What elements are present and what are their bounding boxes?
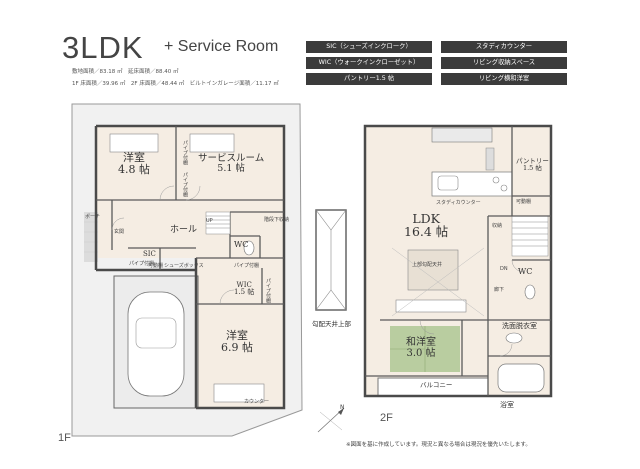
room-bath: 浴室 [500, 401, 514, 409]
room-wc-1f: WC [234, 240, 249, 249]
room-wc-2f: WC [518, 267, 533, 276]
toilet-icon [243, 240, 255, 256]
label-under-stairs: 階段下収納 [264, 217, 290, 223]
room-size: 5.1 帖 [217, 162, 245, 174]
label-entrance: 玄関 [114, 229, 125, 235]
label-pipe-shelf: パイプ付棚 [234, 263, 260, 269]
room-sic: SIC [143, 250, 156, 258]
room-pantry: パントリー 1.5 帖 [516, 158, 549, 172]
room-size: 3.0 帖 [406, 347, 436, 359]
layout-subtitle: + Service Room [164, 38, 279, 55]
layout-title: 3LDK [62, 30, 144, 65]
label-pipe-shelf: パイプ付棚 [182, 172, 188, 197]
room-western-1: 洋室 4.8 帖 [118, 152, 150, 175]
kitchen-counter [431, 171, 513, 197]
label-up: UP [206, 218, 213, 224]
stove-icon [492, 176, 500, 184]
compass-icon [317, 407, 345, 433]
toilet-icon [524, 284, 536, 300]
spec-area-line2: 1F 床面積／39.96 ㎡ 2F 床面積／48.44 ㎡ ビルトインガレージ面… [72, 81, 279, 87]
floor-label-2f: 2F [380, 412, 393, 424]
bathtub-icon [497, 363, 545, 393]
walls-1f [94, 124, 286, 410]
room-size: 6.9 帖 [221, 340, 253, 354]
room-name: LDK [412, 211, 440, 226]
floor2-plan [363, 124, 553, 398]
label-pipe-shelf: パイプ付棚 [265, 278, 271, 303]
sink-icon [437, 175, 459, 191]
bed-icon [189, 133, 235, 153]
car-window [135, 317, 177, 349]
feature-tag: スタディカウンター [441, 41, 567, 53]
slope-ceiling-box [315, 209, 347, 311]
basin-icon [505, 332, 523, 344]
feature-tag: リビング横和洋室 [441, 73, 567, 85]
kitchen-upper-shelf [431, 127, 493, 143]
caption-slope-ceiling: 勾配天井上部 [312, 320, 351, 328]
room-size: 16.4 帖 [404, 224, 449, 240]
label-study-counter: スタディカウンター [436, 200, 481, 206]
room-name: 洋室 [226, 329, 248, 342]
room-name: WIC [236, 281, 252, 289]
floor-label-1f: 1F [58, 432, 71, 444]
label-shoe-box: シューズボックス [164, 263, 204, 269]
stairs-1f [205, 211, 231, 235]
room-name: 和洋室 [406, 337, 436, 348]
room-size: 4.8 帖 [118, 162, 150, 176]
room-balcony: バルコニー [420, 381, 453, 389]
stove-icon [500, 184, 508, 192]
room-name: 洋室 [123, 151, 145, 164]
dining-table [407, 249, 459, 291]
building-1f-lower [196, 258, 284, 408]
stairs-2f [511, 215, 549, 257]
room-hall: ホール [170, 225, 198, 235]
walls-2f [363, 124, 553, 398]
room-washroom: 洗面脱衣室 [502, 322, 537, 330]
sofa-icon [395, 299, 467, 313]
ceiling-slope-line [391, 247, 485, 317]
disclaimer-note: ※図面を基に作成しています。現況と異なる場合は現況を優先いたします。 [346, 442, 531, 448]
door-arcs-1f [111, 185, 235, 305]
tatami-lines [390, 326, 426, 372]
room-size: 1.5 帖 [234, 288, 255, 297]
room-name: パントリー [516, 157, 549, 165]
label-corridor: 廊下 [494, 287, 505, 293]
label-dn: DN [500, 266, 508, 272]
room-name: サービスルーム [198, 153, 265, 164]
bed-icon [213, 383, 265, 403]
room-ldk: LDK 16.4 帖 [404, 212, 448, 238]
label-movable-shelf-2f: 可動棚 [516, 199, 532, 205]
room-wic: WIC 1.5 帖 [234, 281, 255, 297]
label-porch: ポーチ [85, 214, 101, 220]
label-movable-shelf: 可動棚 [148, 263, 164, 269]
door-arcs-2f [419, 259, 525, 357]
bed-icon [109, 133, 159, 153]
room-size: 1.5 帖 [522, 163, 542, 172]
label-ceiling: 上部勾配天井 [412, 262, 443, 268]
compass-north-label: N [340, 404, 345, 411]
label-counter: カウンター [244, 399, 270, 405]
room-western-2: 洋室 6.9 帖 [221, 330, 253, 353]
feature-tag: WIC（ウォークインクローゼット） [306, 57, 432, 69]
floor1-plan [71, 103, 303, 437]
interior-walls-2f [365, 126, 551, 396]
room-japanese: 和洋室 3.0 帖 [406, 337, 436, 359]
room-service: サービスルーム 5.1 帖 [198, 154, 264, 174]
label-storage: 収納 [492, 223, 503, 229]
label-pipe-shelf: パイプ付棚 [182, 140, 188, 165]
feature-tag: リビング収納スペース [441, 57, 567, 69]
spec-area-line1: 敷地面積／83.18 ㎡ 延床面積／88.40 ㎡ [72, 69, 179, 75]
feature-tag: パントリー1.5 帖 [306, 73, 432, 85]
label-pipe-shelf: パイプ付棚 [129, 261, 155, 267]
feature-tag: SIC（シューズインクローク） [306, 41, 432, 53]
fridge-icon [485, 147, 495, 171]
porch-tile [84, 212, 98, 262]
